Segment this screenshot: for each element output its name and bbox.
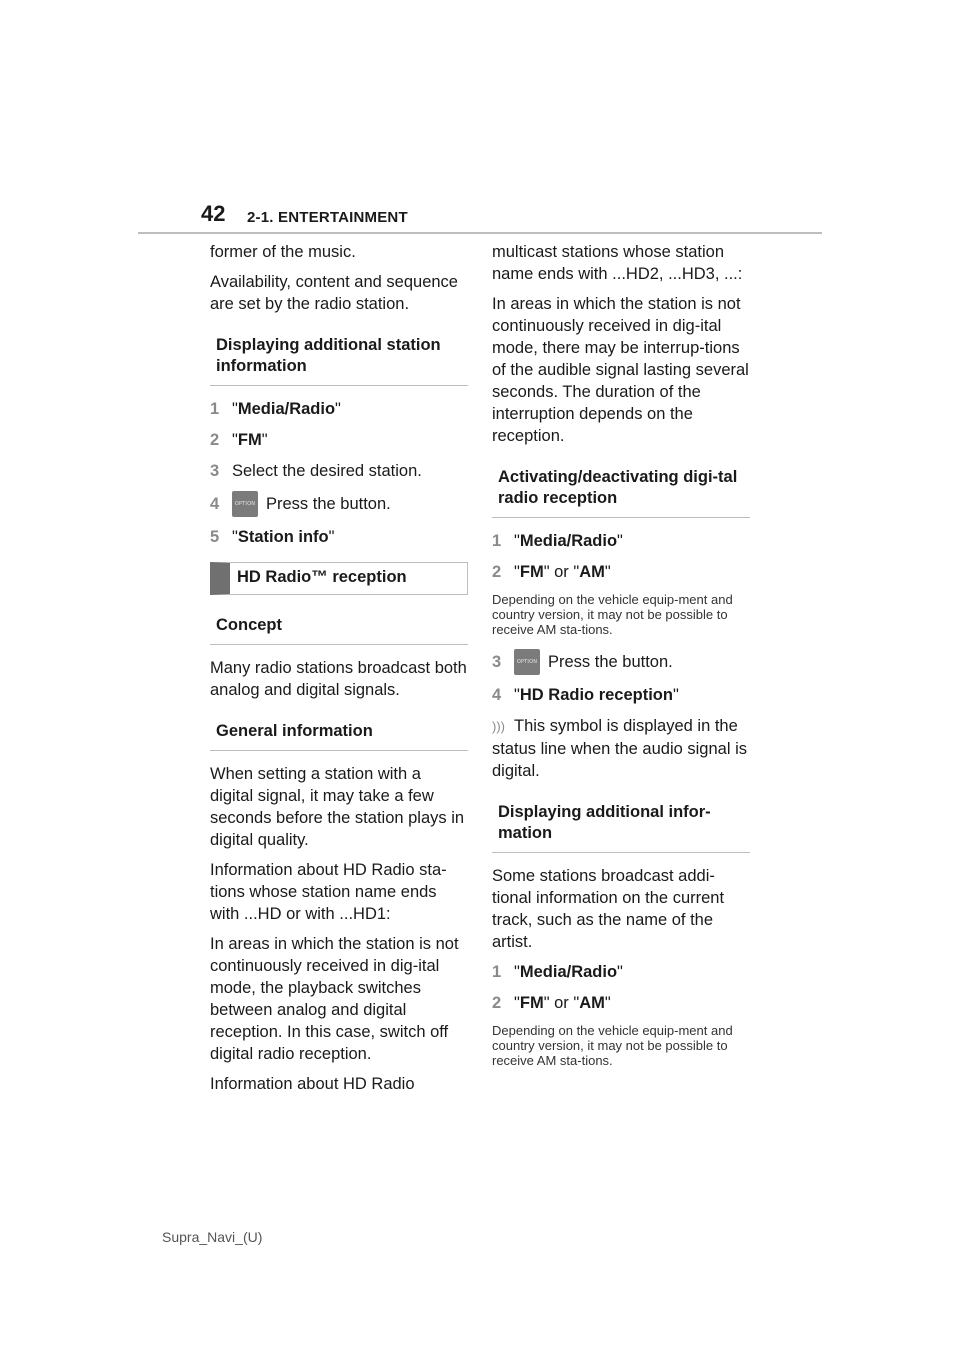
step-item: 2 "FM" or "AM" (492, 561, 750, 583)
paragraph: Many radio stations broadcast both analo… (210, 659, 467, 699)
paragraph: Availability, content and sequence are s… (210, 273, 458, 313)
section-heading-display-additional-info: Displaying additional infor-mation (492, 796, 750, 853)
paragraph: When setting a station with a digital si… (210, 765, 465, 849)
step-item: 3 Select the desired station. (210, 460, 468, 482)
step-item: 1 "Media/Radio" (492, 530, 750, 552)
step-text: Select the desired station. (232, 462, 422, 480)
step-item: 4 "HD Radio reception" (492, 684, 750, 706)
page-number: 42 (201, 201, 226, 226)
step-item: 5 "Station info" (210, 526, 468, 548)
step-text: "Media/Radio" (514, 963, 623, 981)
step-text: "FM" or "AM" (514, 994, 611, 1012)
step-text: Press the button. (548, 653, 673, 671)
note-text: Depending on the vehicle equip-ment and … (492, 1023, 733, 1068)
step-number: 1 (210, 400, 220, 418)
note-text: Depending on the vehicle equip-ment and … (492, 592, 733, 637)
paragraph: In areas in which the station is not con… (210, 935, 459, 1063)
option-button-icon: OPTION (514, 649, 540, 675)
step-number: 4 (492, 686, 502, 704)
step-text: "FM" (232, 431, 268, 449)
section-heading-concept: Concept (210, 609, 468, 645)
step-number: 2 (492, 563, 502, 581)
paragraph: former of the music. (210, 243, 356, 261)
step-number: 2 (210, 431, 220, 449)
step-item: 2 "FM" (210, 429, 468, 451)
step-number: 3 (210, 462, 220, 480)
section-heading-hd-radio: HD Radio™ reception (210, 562, 468, 595)
step-number: 1 (492, 532, 502, 550)
step-item: 1 "Media/Radio" (210, 398, 468, 420)
step-item: 1 "Media/Radio" (492, 961, 750, 983)
step-text: "FM" or "AM" (514, 563, 611, 581)
paragraph: In areas in which the station is not con… (492, 295, 749, 445)
step-number: 2 (492, 994, 502, 1012)
step-item: 4 OPTION Press the button. (210, 491, 468, 517)
paragraph: Some stations broadcast addi-tional info… (492, 867, 725, 951)
paragraph: Information about HD Radio sta-tions who… (210, 861, 447, 923)
document-id: Supra_Navi_(U) (162, 1229, 263, 1245)
step-item: 3 OPTION Press the button. (492, 649, 750, 675)
step-number: 5 (210, 528, 220, 546)
header-rule (138, 232, 822, 234)
step-text: "Media/Radio" (514, 532, 623, 550)
section-heading-display-station-info: Displaying additional station informatio… (210, 329, 468, 386)
paragraph: Information about HD Radio (210, 1075, 415, 1093)
option-button-icon: OPTION (232, 491, 258, 517)
paragraph: )))This symbol is displayed in the statu… (492, 717, 747, 780)
step-text: Press the button. (266, 495, 391, 513)
step-text: "Station info" (232, 528, 335, 546)
paragraph: multicast stations whose station name en… (492, 243, 743, 283)
section-heading-activate-digital: Activating/deactivating digi-tal radio r… (492, 461, 750, 518)
step-number: 3 (492, 653, 502, 671)
step-number: 1 (492, 963, 502, 981)
hd-radio-icon: ))) (492, 719, 505, 734)
step-item: 2 "FM" or "AM" (492, 992, 750, 1014)
section-title: 2-1. ENTERTAINMENT (247, 209, 408, 226)
right-column: multicast stations whose station name en… (492, 241, 750, 1080)
step-number: 4 (210, 495, 220, 513)
left-column: former of the music. Availability, conte… (210, 241, 468, 1103)
section-heading-general-info: General information (210, 715, 468, 751)
step-text: "Media/Radio" (232, 400, 341, 418)
step-text: "HD Radio reception" (514, 686, 679, 704)
